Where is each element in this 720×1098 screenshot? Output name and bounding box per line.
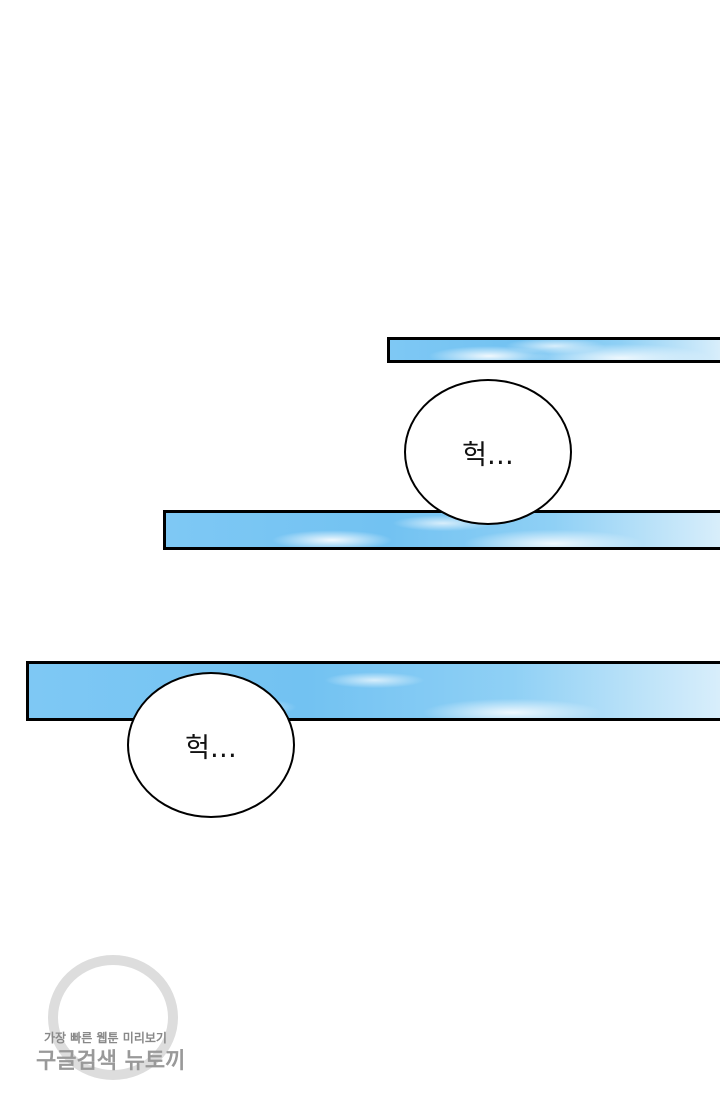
bubble-text: 헉… [185, 732, 237, 764]
speech-bubble-2: 헉… [127, 672, 295, 818]
watermark-logo: 가장 빠른 웹툰 미리보기 구글검색 뉴토끼 [36, 905, 196, 1080]
bubble-text: 헉… [462, 439, 514, 471]
sky-panel-3 [26, 661, 720, 721]
sky-panel-2 [163, 510, 720, 550]
watermark-ring [48, 955, 178, 1080]
watermark-line1: 가장 빠른 웹툰 미리보기 [44, 1031, 167, 1045]
watermark-line2: 구글검색 뉴토끼 [36, 1049, 186, 1074]
speech-bubble-1: 헉… [404, 379, 572, 525]
sky-panel-1 [387, 337, 720, 363]
